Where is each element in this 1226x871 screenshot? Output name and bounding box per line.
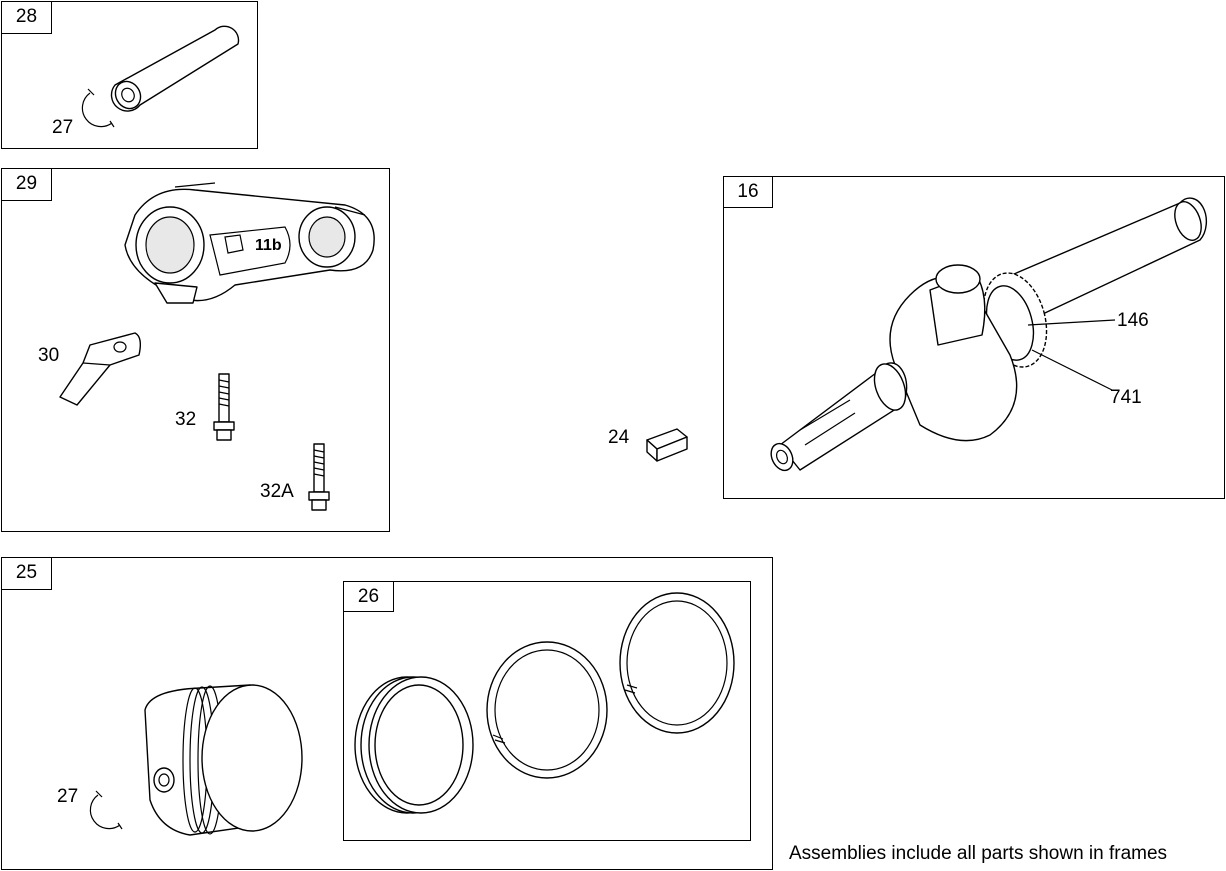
callout-146: 146 xyxy=(1117,310,1149,331)
oil-dipper xyxy=(59,332,142,406)
connecting-rod: 11b xyxy=(124,182,375,304)
rod-stamp: 11b xyxy=(255,237,282,254)
piston xyxy=(144,684,303,836)
callout-30: 30 xyxy=(38,345,60,366)
rod-bolt-32 xyxy=(213,373,235,441)
crankshaft-key xyxy=(646,428,688,462)
crankshaft xyxy=(770,197,1208,472)
retaining-clip-bottom xyxy=(89,790,123,830)
footer-note: Assemblies include all parts shown in fr… xyxy=(789,843,1168,864)
frame-26-tag: 26 xyxy=(344,582,394,612)
retaining-clip-top xyxy=(81,88,115,128)
callout-32: 32 xyxy=(175,409,197,430)
piston-pin xyxy=(110,25,240,112)
rod-bolt-32a xyxy=(308,443,330,511)
frame-25-tag: 25 xyxy=(2,558,52,590)
piston-ring-set xyxy=(354,592,735,814)
callout-27-top: 27 xyxy=(52,117,74,138)
callout-24: 24 xyxy=(608,427,630,448)
callout-741: 741 xyxy=(1110,387,1142,408)
frame-29-tag: 29 xyxy=(2,169,52,201)
callout-27-bottom: 27 xyxy=(57,786,79,807)
callout-32a: 32A xyxy=(260,481,294,502)
frame-16-tag: 16 xyxy=(724,177,773,208)
frame-28: 28 xyxy=(1,1,258,149)
frame-28-tag: 28 xyxy=(2,2,52,34)
